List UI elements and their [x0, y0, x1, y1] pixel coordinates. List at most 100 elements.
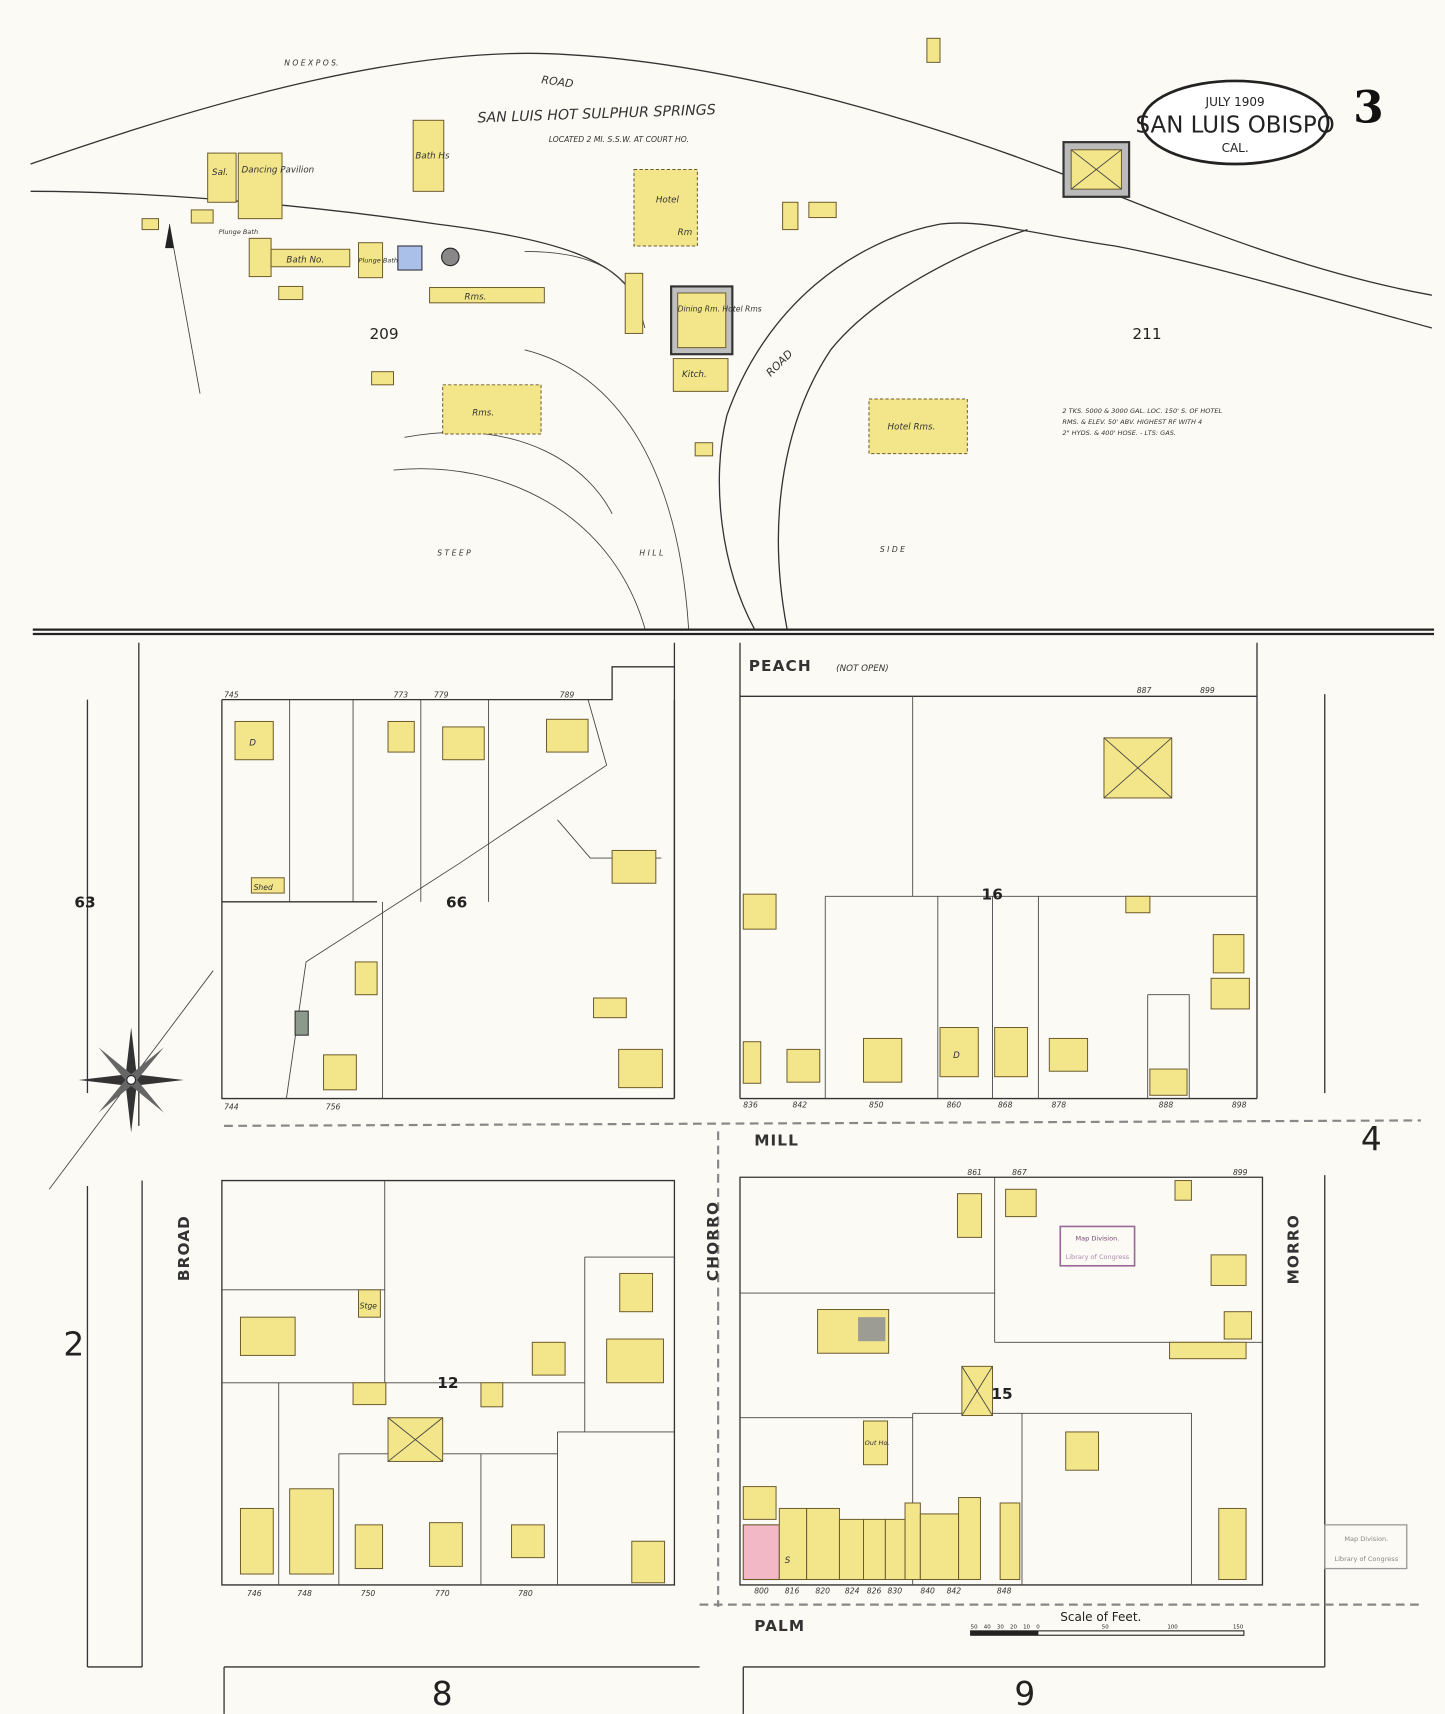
map-label: Bath No.: [286, 255, 324, 265]
map-label: Shed: [254, 883, 273, 892]
map-label: 20: [1010, 1625, 1017, 1631]
map-label: 773: [393, 690, 408, 699]
map-label: D: [249, 739, 256, 749]
address-numbers: 745 773 779 789 744 756 887 899 836 842 …: [224, 686, 1248, 1598]
street-palm: PALM: [754, 1617, 805, 1635]
map-label: 830: [888, 1587, 903, 1596]
adjacent-sheet-number: 2: [63, 1325, 84, 1363]
map-label: 848: [997, 1587, 1012, 1596]
map-label: D: [953, 1051, 960, 1061]
map-label: 780: [518, 1589, 533, 1598]
map-date: JULY 1909: [1205, 95, 1265, 109]
adjacent-sheet-number: 9: [1014, 1675, 1035, 1713]
block-66: D Shed: [221, 666, 676, 1100]
map-label: 824: [845, 1587, 860, 1596]
adjacent-sheet-number: 8: [432, 1675, 453, 1713]
street-broad: BROAD: [175, 1215, 193, 1281]
block-number: 209: [369, 325, 398, 343]
map-label: 744: [224, 1102, 239, 1111]
compass-rose-icon: [48, 970, 214, 1190]
map-label: 10: [1023, 1625, 1030, 1631]
map-label: 789: [560, 690, 575, 699]
street-chorro: CHORRO: [704, 1201, 722, 1281]
map-label: 100: [1167, 1625, 1178, 1631]
map-label: 887: [1137, 686, 1152, 695]
adjacent-sheet-number: 4: [1361, 1120, 1382, 1158]
street-peach-note: (NOT OPEN): [836, 664, 889, 674]
map-label: 748: [297, 1589, 312, 1598]
map-label: 899: [1200, 686, 1215, 695]
map-label: Map Division.: [1075, 1235, 1119, 1243]
map-city: SAN LUIS OBISPO: [1136, 112, 1335, 138]
map-label: 40: [984, 1625, 991, 1631]
map-label: 0: [1036, 1625, 1040, 1631]
map-label: Bath Hs: [415, 152, 450, 162]
map-label: 750: [361, 1589, 376, 1598]
map-label: 898: [1232, 1100, 1247, 1109]
title-cartouche: JULY 1909 SAN LUIS OBISPO CAL.: [1136, 79, 1335, 166]
resort-name: SAN LUIS HOT SULPHUR SPRINGS: [477, 102, 716, 126]
block-15: S Out Ho.: [739, 1176, 1264, 1586]
map-label: Plunge Bath: [219, 228, 259, 236]
map-label: S: [785, 1556, 791, 1566]
map-label: 50: [1102, 1625, 1109, 1631]
map-label: 820: [815, 1587, 830, 1596]
map-label: Library of Congress: [1334, 1555, 1398, 1563]
map-label: 50: [971, 1625, 978, 1631]
map-label: 770: [435, 1589, 450, 1598]
map-label: 842: [792, 1100, 807, 1109]
upper-roads: [30, 52, 1433, 629]
map-label: 800: [754, 1587, 769, 1596]
map-label: 840: [920, 1587, 935, 1596]
map-label: Rms.: [472, 408, 494, 418]
map-label: 888: [1159, 1100, 1174, 1109]
map-label: Library of Congress: [1066, 1253, 1130, 1261]
map-label: Rms.: [465, 293, 487, 303]
block-number: 211: [1132, 325, 1161, 343]
map-label: 150: [1233, 1625, 1244, 1631]
map-label: Hotel Rms.: [888, 423, 936, 433]
terrain-label: S T E E P: [437, 548, 471, 557]
map-label: 899: [1233, 1168, 1248, 1177]
block-number: 16: [982, 886, 1003, 904]
terrain-label: S I D E: [880, 545, 905, 554]
road-label: ROAD: [764, 347, 796, 379]
sheet-number: 3: [1353, 82, 1383, 133]
map-label: 745: [224, 690, 239, 699]
map-label: Scale of Feet.: [1060, 1610, 1141, 1624]
map-label: RMS. & ELEV. 50' ABV. HIGHEST RF WITH 4: [1062, 418, 1202, 426]
outhouse-label: Out Ho.: [865, 1439, 890, 1447]
block-number: 15: [991, 1385, 1012, 1403]
map-label: 860: [947, 1100, 962, 1109]
map-label: 850: [869, 1100, 884, 1109]
block-number: 12: [437, 1374, 458, 1392]
road-label: ROAD: [541, 73, 575, 90]
map-label: Rm: [678, 228, 693, 238]
library-stamp: Map Division. Library of Congress: [1059, 1225, 1136, 1267]
map-label: Hotel: [656, 195, 680, 205]
map-label: Kitch.: [682, 370, 707, 380]
map-label: 779: [434, 690, 449, 699]
street-peach: PEACH: [749, 657, 812, 675]
street-morro: MORRO: [1285, 1214, 1303, 1284]
terrain-label: H I L L: [639, 548, 663, 557]
map-label: 868: [998, 1100, 1013, 1109]
north-arrow-top: [165, 224, 201, 394]
map-label: 2 TKS. 5000 & 3000 GAL. LOC. 150' S. OF …: [1062, 407, 1222, 415]
map-label: Sal.: [212, 168, 228, 178]
road-label: N O E X P O S.: [284, 59, 338, 68]
block-number: 66: [446, 893, 467, 911]
scale-bar: Scale of Feet. 50 40 30 20 10 0 50 100 1…: [970, 1610, 1245, 1636]
map-label: Dancing Pavilion: [242, 166, 315, 176]
map-label: Dining Rm. Hotel Rms: [678, 305, 762, 314]
resort-location: LOCATED 2 MI. S.S.W. AT COURT HO.: [549, 135, 689, 144]
block-number: 63: [74, 893, 95, 911]
map-label: 867: [1012, 1168, 1027, 1177]
map-label: 816: [785, 1587, 800, 1596]
resort-notes: 2 TKS. 5000 & 3000 GAL. LOC. 150' S. OF …: [1062, 407, 1222, 437]
map-label: 30: [997, 1625, 1004, 1631]
map-label: Map Division.: [1344, 1535, 1388, 1543]
map-label: 842: [947, 1587, 962, 1596]
